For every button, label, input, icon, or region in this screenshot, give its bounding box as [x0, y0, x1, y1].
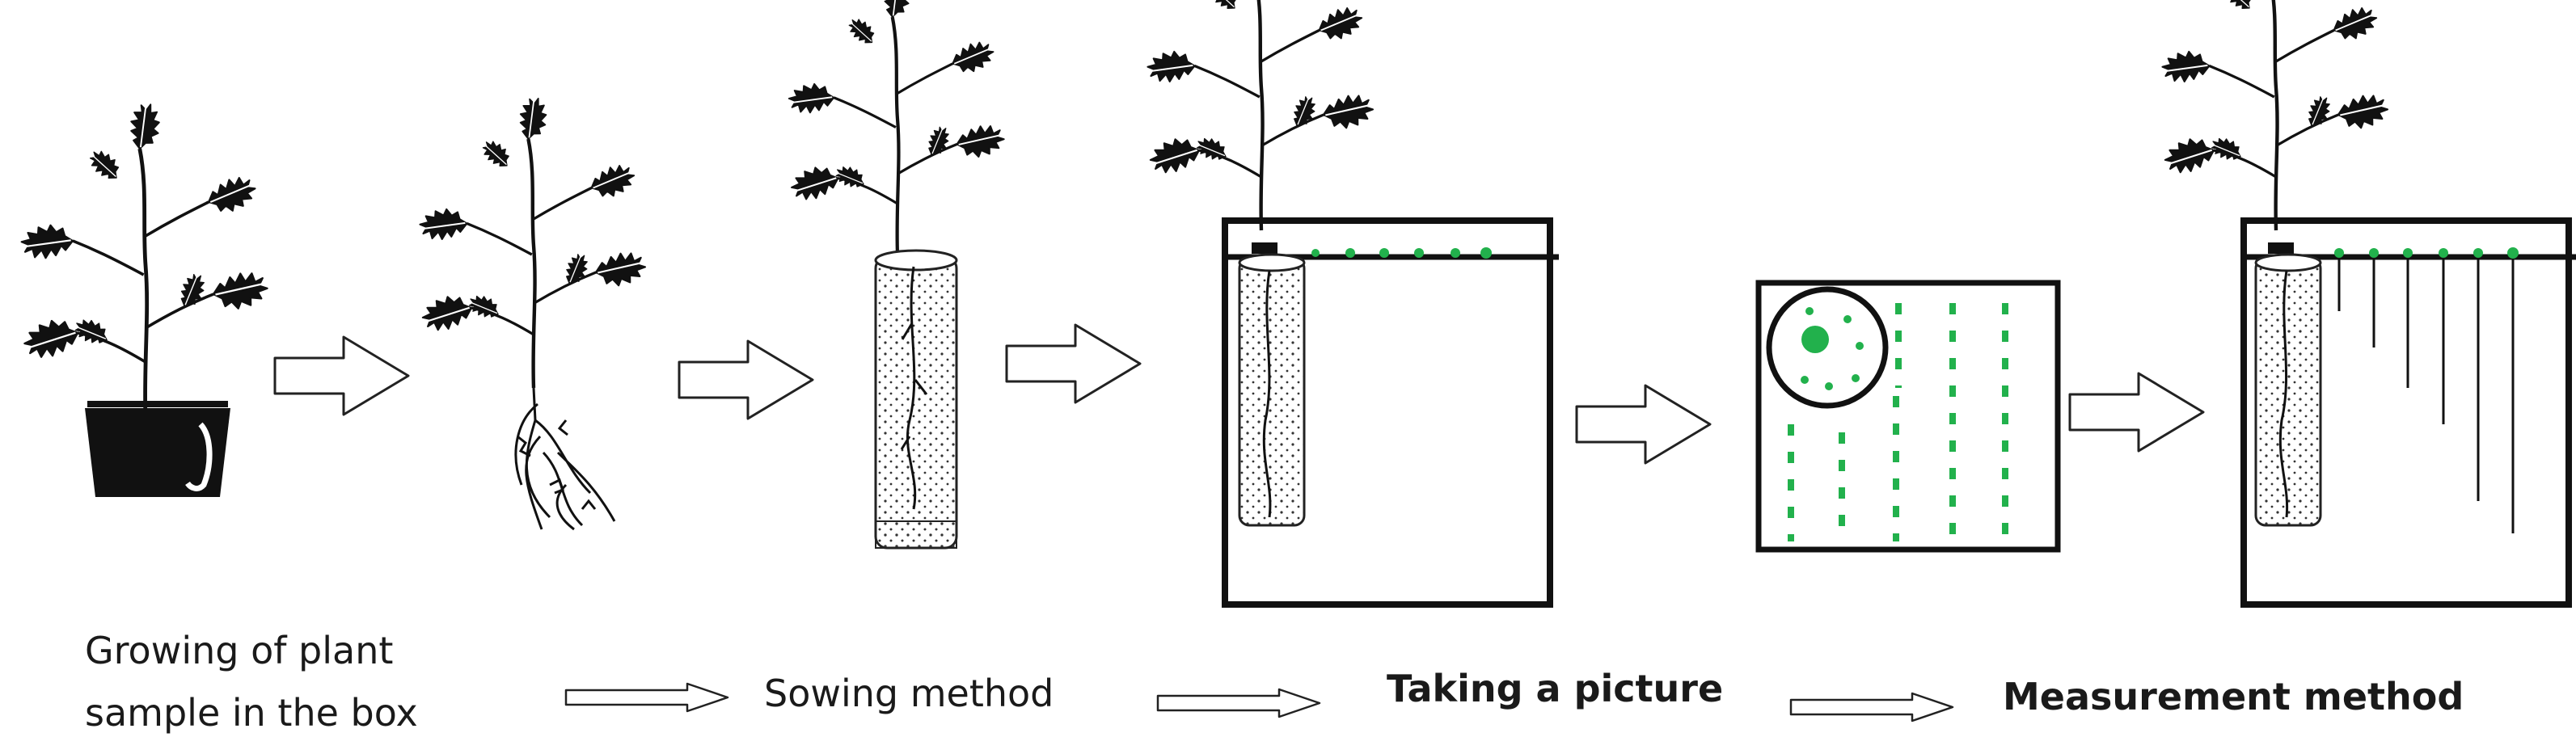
measurement-box-icon — [2160, 0, 2576, 608]
caption-growing-line1: Growing of plant — [85, 629, 394, 672]
flow-arrow-icon — [2068, 372, 2205, 453]
flow-arrow-icon — [564, 682, 729, 713]
caption-sowing: Sowing method — [764, 672, 1054, 715]
flow-arrow-icon — [678, 339, 814, 420]
caption-picture: Taking a picture — [1387, 667, 1724, 710]
flow-arrow-icon — [1575, 384, 1712, 465]
photo-frame-icon — [1755, 280, 2061, 553]
caption-growing-line2: sample in the box — [85, 691, 418, 735]
caption-measurement: Measurement method — [2003, 675, 2464, 718]
potted-plant-icon — [19, 103, 270, 497]
uprooted-plant-icon — [418, 97, 648, 531]
flow-arrow-icon — [1789, 692, 1954, 722]
flow-arrow-icon — [1005, 323, 1142, 404]
flow-arrow-icon — [1156, 688, 1321, 718]
tube-plant-icon — [788, 0, 1007, 550]
flow-arrow-icon — [273, 335, 410, 416]
box-setup-icon — [1146, 0, 1559, 608]
